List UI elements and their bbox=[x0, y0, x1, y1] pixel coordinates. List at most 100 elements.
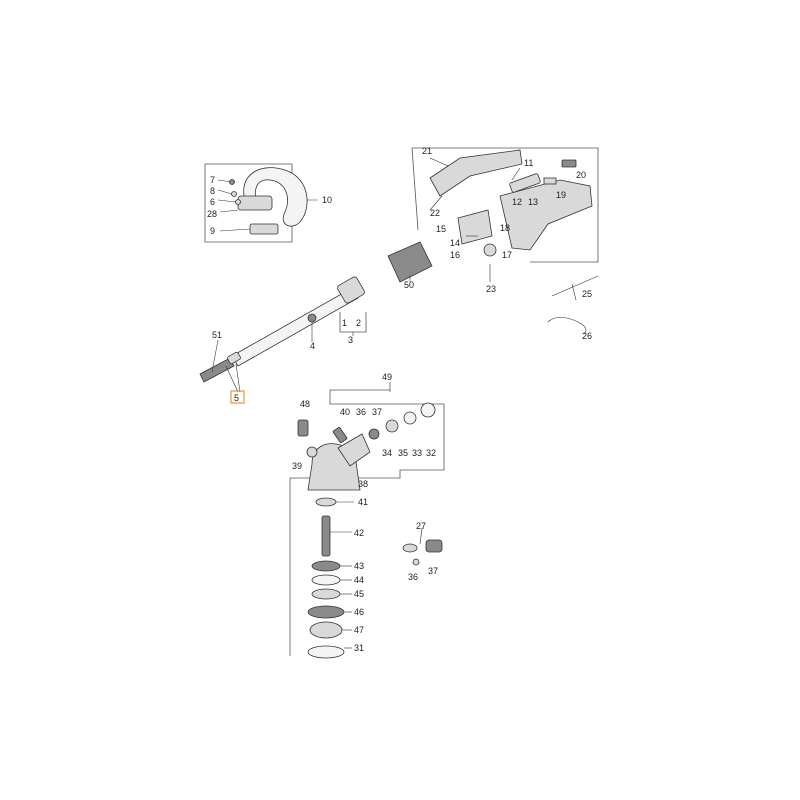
callout-22: 22 bbox=[430, 208, 440, 218]
callout-11: 11 bbox=[524, 158, 533, 168]
loop-handle-assembly bbox=[204, 163, 318, 243]
callout-51: 51 bbox=[212, 330, 222, 340]
callout-10: 10 bbox=[322, 195, 332, 205]
nut-27 bbox=[402, 543, 418, 553]
callout-28: 28 bbox=[207, 209, 217, 219]
highlight-part-5 bbox=[230, 390, 245, 404]
callout-40: 40 bbox=[340, 407, 350, 417]
callout-44: 44 bbox=[354, 575, 364, 585]
callout-47: 47 bbox=[354, 625, 364, 635]
callout-31: 31 bbox=[354, 643, 364, 653]
callout-48: 48 bbox=[300, 399, 310, 409]
seal-45 bbox=[311, 588, 341, 600]
washer-8 bbox=[231, 191, 237, 197]
callout-36: 36 bbox=[356, 407, 366, 417]
callout-5: 5 bbox=[234, 393, 239, 403]
callout-45: 45 bbox=[354, 589, 364, 599]
callout-6: 6 bbox=[210, 197, 215, 207]
callout-35: 35 bbox=[398, 448, 408, 458]
callout-37: 37 bbox=[428, 566, 438, 576]
callout-labels: 7 8 6 28 9 10 21 22 11 12 13 14 15 16 17… bbox=[207, 146, 592, 653]
pinion-34 bbox=[368, 428, 380, 440]
callout-18: 18 bbox=[500, 223, 510, 233]
group-bracket-rear bbox=[411, 147, 599, 263]
throttle-housing-half bbox=[429, 149, 523, 197]
bearing-35 bbox=[385, 419, 399, 433]
screw-40 bbox=[332, 426, 348, 444]
callout-41: 41 bbox=[358, 497, 368, 507]
callout-25: 25 bbox=[582, 289, 592, 299]
callout-15: 15 bbox=[436, 224, 446, 234]
callout-27: 27 bbox=[416, 521, 426, 531]
spring-19 bbox=[543, 177, 557, 185]
callout-20: 20 bbox=[576, 170, 586, 180]
clamp-14 bbox=[457, 209, 493, 245]
wrench-25 bbox=[551, 275, 599, 301]
callout-32: 32 bbox=[426, 448, 436, 458]
callout-33: 33 bbox=[412, 448, 422, 458]
screw-7 bbox=[229, 179, 235, 185]
callout-34: 34 bbox=[382, 448, 392, 458]
grip-sleeve bbox=[387, 241, 433, 283]
callout-39: 39 bbox=[292, 461, 302, 471]
callout-2: 2 bbox=[356, 318, 361, 328]
throttle-lever bbox=[509, 173, 541, 193]
callout-46: 46 bbox=[354, 607, 364, 617]
callout-43: 43 bbox=[354, 561, 364, 571]
callout-8: 8 bbox=[210, 186, 215, 196]
housing-neck bbox=[337, 433, 371, 467]
small-gear-parts bbox=[402, 527, 443, 566]
callout-9: 9 bbox=[210, 226, 215, 236]
group-bracket-10 bbox=[204, 163, 293, 243]
shaft-42 bbox=[321, 515, 331, 557]
callout-23: 23 bbox=[486, 284, 496, 294]
drive-tube bbox=[231, 287, 359, 367]
gear-head-assembly bbox=[289, 382, 445, 659]
callout-12: 12 bbox=[512, 197, 522, 207]
washer-43 bbox=[311, 560, 341, 572]
callout-3: 3 bbox=[348, 335, 353, 345]
rear-grip-housing bbox=[499, 179, 593, 251]
cup-47 bbox=[309, 621, 343, 639]
washer-36 bbox=[412, 558, 420, 566]
callout-49: 49 bbox=[382, 372, 392, 382]
bearing-41 bbox=[315, 497, 337, 507]
callout-38: 38 bbox=[358, 479, 368, 489]
callout-17: 17 bbox=[502, 250, 512, 260]
callout-16: 16 bbox=[450, 250, 460, 260]
callout-42: 42 bbox=[354, 528, 364, 538]
drive-shaft-end-51 bbox=[199, 357, 235, 383]
rear-handle-assembly bbox=[411, 147, 599, 282]
callout-19: 19 bbox=[556, 190, 566, 200]
circlip-33 bbox=[403, 411, 417, 425]
accessory-parts bbox=[547, 275, 599, 335]
handle-clamp bbox=[237, 195, 273, 211]
bushing-5 bbox=[227, 351, 241, 365]
callout-13: 13 bbox=[528, 197, 538, 207]
callout-14: 14 bbox=[450, 238, 460, 248]
loop-handle bbox=[243, 167, 308, 227]
nut-6 bbox=[235, 199, 241, 205]
switch-cover-20 bbox=[561, 159, 577, 168]
guard-31 bbox=[307, 645, 345, 659]
callout-1: 1 bbox=[342, 318, 347, 328]
flange-46 bbox=[307, 605, 345, 619]
callout-7: 7 bbox=[210, 175, 215, 185]
callout-21: 21 bbox=[422, 146, 432, 156]
clamp-plate-9 bbox=[249, 223, 279, 235]
circlip-32 bbox=[420, 402, 436, 418]
cap-39 bbox=[306, 446, 318, 458]
tube-clamp bbox=[337, 276, 365, 304]
drive-tube-assembly bbox=[199, 276, 367, 404]
harness-hook-26 bbox=[547, 317, 587, 335]
callout-37: 37 bbox=[372, 407, 382, 417]
screw-48 bbox=[297, 419, 309, 437]
pinion-37 bbox=[425, 539, 443, 553]
callout-50: 50 bbox=[404, 280, 414, 290]
grip-sleeve-50 bbox=[387, 241, 433, 283]
callout-26: 26 bbox=[582, 331, 592, 341]
spacer-4 bbox=[307, 313, 317, 323]
clamp-ring-23 bbox=[483, 243, 497, 257]
callout-4: 4 bbox=[310, 341, 315, 351]
